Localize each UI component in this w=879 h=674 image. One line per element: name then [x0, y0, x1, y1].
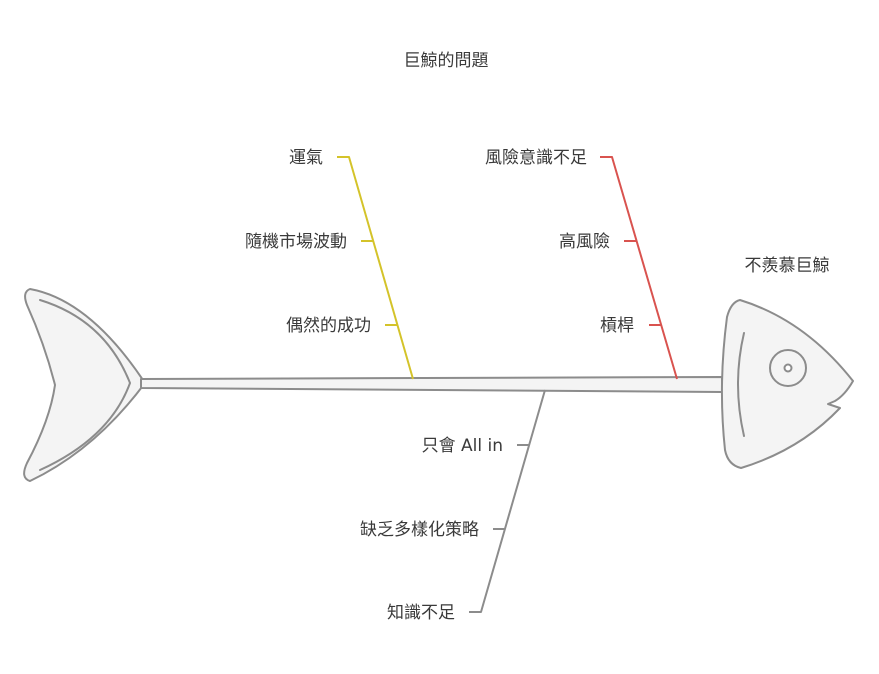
- cause-label-all-in: 只會 All in: [422, 436, 503, 456]
- fish-head: [720, 299, 854, 469]
- cause-label-high-risk: 高風險: [559, 232, 610, 252]
- cause-label-low-risk-awareness: 風險意識不足: [485, 148, 587, 168]
- branch-risk-bone: [600, 156, 678, 380]
- cause-label-luck: 運氣: [289, 148, 323, 168]
- fish-tail: [23, 288, 146, 482]
- branch-luck: 運氣 隨機市場波動 偶然的成功: [245, 148, 414, 380]
- diagram-title: 巨鯨的問題: [404, 51, 489, 71]
- head-label: 不羨慕巨鯨: [745, 256, 830, 276]
- cause-label-no-diversification: 缺乏多樣化策略: [360, 520, 479, 540]
- cause-label-random-market: 隨機市場波動: [245, 232, 347, 252]
- cause-label-insufficient-knowledge: 知識不足: [387, 603, 455, 623]
- cause-label-leverage: 槓桿: [600, 316, 634, 336]
- branch-risk: 風險意識不足 高風險 槓桿: [485, 148, 678, 380]
- branch-knowledge: 只會 All in 缺乏多樣化策略 知識不足: [360, 389, 546, 623]
- branch-knowledge-bone: [469, 389, 546, 613]
- cause-label-accidental-success: 偶然的成功: [286, 316, 371, 336]
- fish-spine: [140, 376, 723, 393]
- branch-luck-bone: [337, 156, 414, 380]
